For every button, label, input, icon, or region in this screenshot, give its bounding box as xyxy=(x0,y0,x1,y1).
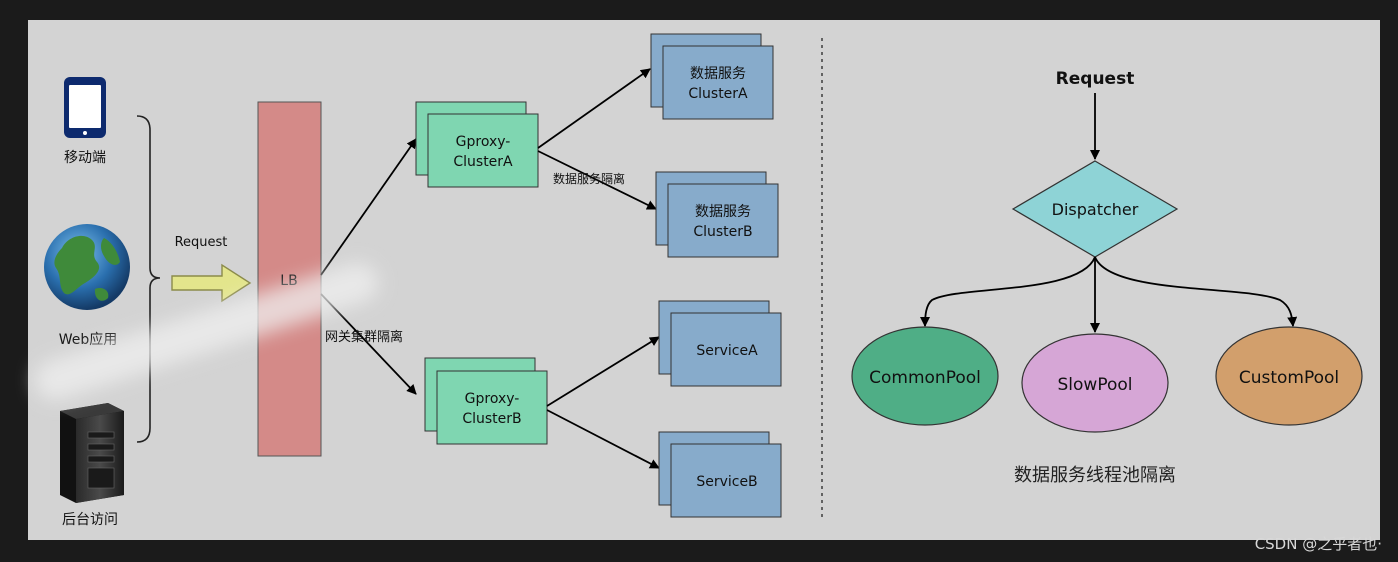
service-b-box xyxy=(670,443,782,518)
data-cluster-b-line1: 数据服务 xyxy=(695,204,751,220)
slow-pool-label: SlowPool xyxy=(1058,375,1133,395)
gproxy-a-line1: Gproxy- xyxy=(456,134,511,150)
gproxy-a-line2: ClusterA xyxy=(453,154,513,170)
arrow-lb-to-gproxy-a xyxy=(320,138,417,276)
slow-pool-node xyxy=(1021,333,1169,433)
arrow-dispatcher-to-custom-pool xyxy=(1094,256,1298,327)
data-cluster-a-box xyxy=(662,45,774,120)
blur-smudge-overlay xyxy=(35,263,378,400)
data-cluster-b-box xyxy=(667,183,779,258)
common-pool-label: CommonPool xyxy=(869,368,981,388)
request-arrow-label: Request xyxy=(175,235,228,250)
data-service-isolation-label: 数据服务隔离 xyxy=(553,171,625,186)
data-cluster-b-line2: ClusterB xyxy=(693,224,752,240)
gproxy-b-line2: ClusterB xyxy=(462,411,521,427)
gproxy-cluster-b-box xyxy=(436,370,548,445)
arrow-gproxy-b-to-service-b xyxy=(546,409,660,469)
custom-pool-node xyxy=(1215,326,1363,426)
data-cluster-a-line1: 数据服务 xyxy=(690,66,746,82)
common-pool-node xyxy=(851,326,999,426)
globe-icon xyxy=(44,224,130,310)
right-request-label: Request xyxy=(1056,69,1135,89)
service-a-box xyxy=(670,312,782,387)
dispatcher-label: Dispatcher xyxy=(1052,200,1139,219)
data-cluster-a-line2: ClusterA xyxy=(688,86,748,102)
gproxy-b-line1: Gproxy- xyxy=(465,391,520,407)
custom-pool-label: CustomPool xyxy=(1239,368,1339,388)
arrow-gproxy-a-to-data-a xyxy=(537,68,651,149)
phone-icon xyxy=(64,77,106,138)
thread-pool-isolation-caption: 数据服务线程池隔离 xyxy=(1014,465,1176,486)
mobile-client-label: 移动端 xyxy=(64,150,106,166)
gproxy-cluster-a-box xyxy=(427,113,539,188)
arrow-gproxy-b-to-service-a xyxy=(546,336,660,407)
web-client-label: Web应用 xyxy=(59,331,118,348)
csdn-watermark: CSDN @之乎者也· xyxy=(1254,535,1382,553)
gateway-isolation-label: 网关集群隔离 xyxy=(325,329,403,345)
arrow-gproxy-a-to-data-b xyxy=(537,150,657,210)
arrow-dispatcher-to-common-pool xyxy=(920,256,1096,327)
client-group-brace xyxy=(136,115,161,443)
service-b-label: ServiceB xyxy=(696,474,757,490)
service-a-label: ServiceA xyxy=(696,343,758,359)
server-icon xyxy=(60,403,124,503)
request-arrow xyxy=(171,263,252,303)
backend-client-label: 后台访问 xyxy=(62,512,118,528)
